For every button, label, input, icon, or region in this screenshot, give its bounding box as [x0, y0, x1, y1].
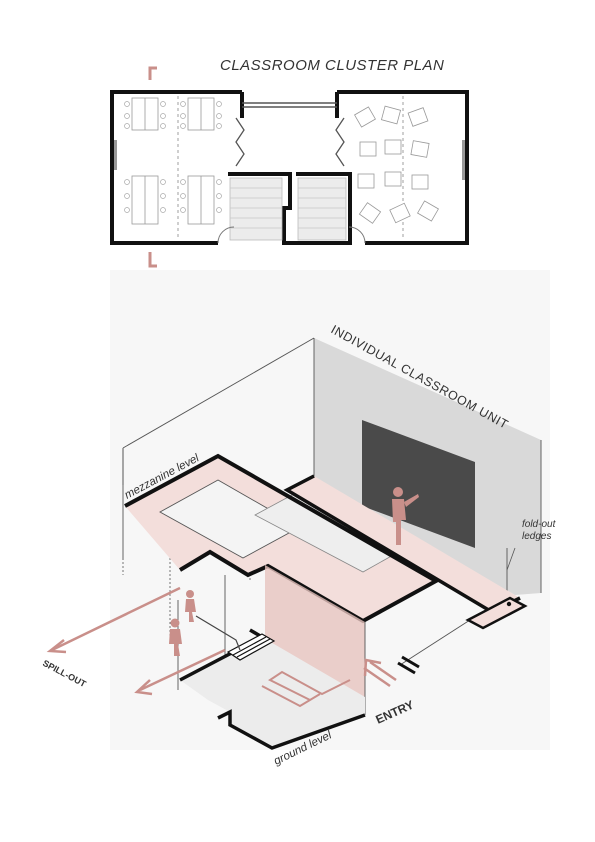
plan-stair-right: [297, 177, 347, 241]
plan-door-swing-right: [348, 226, 366, 244]
student-figure-upper: [185, 590, 196, 622]
mezzanine-edge: [124, 453, 441, 624]
plan-folding-door-right: [335, 117, 345, 167]
plan-board-left: [114, 140, 117, 170]
plan-stair-core-walls: [228, 172, 352, 245]
circulation-route-2: [261, 685, 321, 708]
section-marker-top: [148, 66, 157, 80]
plan-title: CLASSROOM CLUSTER PLAN: [220, 57, 444, 74]
spill-out-arrows: [46, 586, 226, 696]
cluster-plan: CLASSROOM CLUSTER PLAN: [110, 57, 469, 268]
plan-folding-door-left: [235, 117, 245, 167]
accent-wall-panel: [265, 565, 365, 715]
circulation-route: [268, 670, 351, 701]
plan-stair-treads: [230, 187, 346, 229]
plan-door-swing-left: [217, 226, 235, 244]
stair: [226, 633, 276, 661]
plan-desks-right: [354, 105, 439, 224]
plan-board-right: [462, 140, 465, 180]
section-marker-bottom: [148, 252, 157, 268]
ledges-label-1: fold-out: [522, 519, 557, 530]
stair-rail: [195, 615, 241, 651]
plan-chairs-left: [124, 101, 222, 213]
ledges-leader: [506, 547, 516, 571]
front-deck-strip: [287, 476, 520, 612]
entry-threshold: [397, 655, 420, 675]
ledge-box: [465, 596, 528, 630]
classroom-axonometric: INDIVIDUAL CLASSROOM UNIT mezzanine leve…: [41, 270, 557, 768]
student-figure-lower: [169, 618, 182, 656]
teacher-figure: [392, 487, 419, 545]
plan-desks-left: [131, 97, 215, 225]
ledges-label-2: ledges: [522, 531, 551, 542]
entry-arrow-icon: [363, 658, 397, 688]
ledge-dot: [506, 601, 512, 607]
blackboard: [362, 420, 475, 548]
spill-out-label: SPILL-OUT: [41, 658, 88, 689]
plan-left-classroom-wall: [110, 90, 242, 245]
plan-right-classroom-wall: [337, 90, 469, 245]
plan-stair-left: [229, 177, 283, 241]
